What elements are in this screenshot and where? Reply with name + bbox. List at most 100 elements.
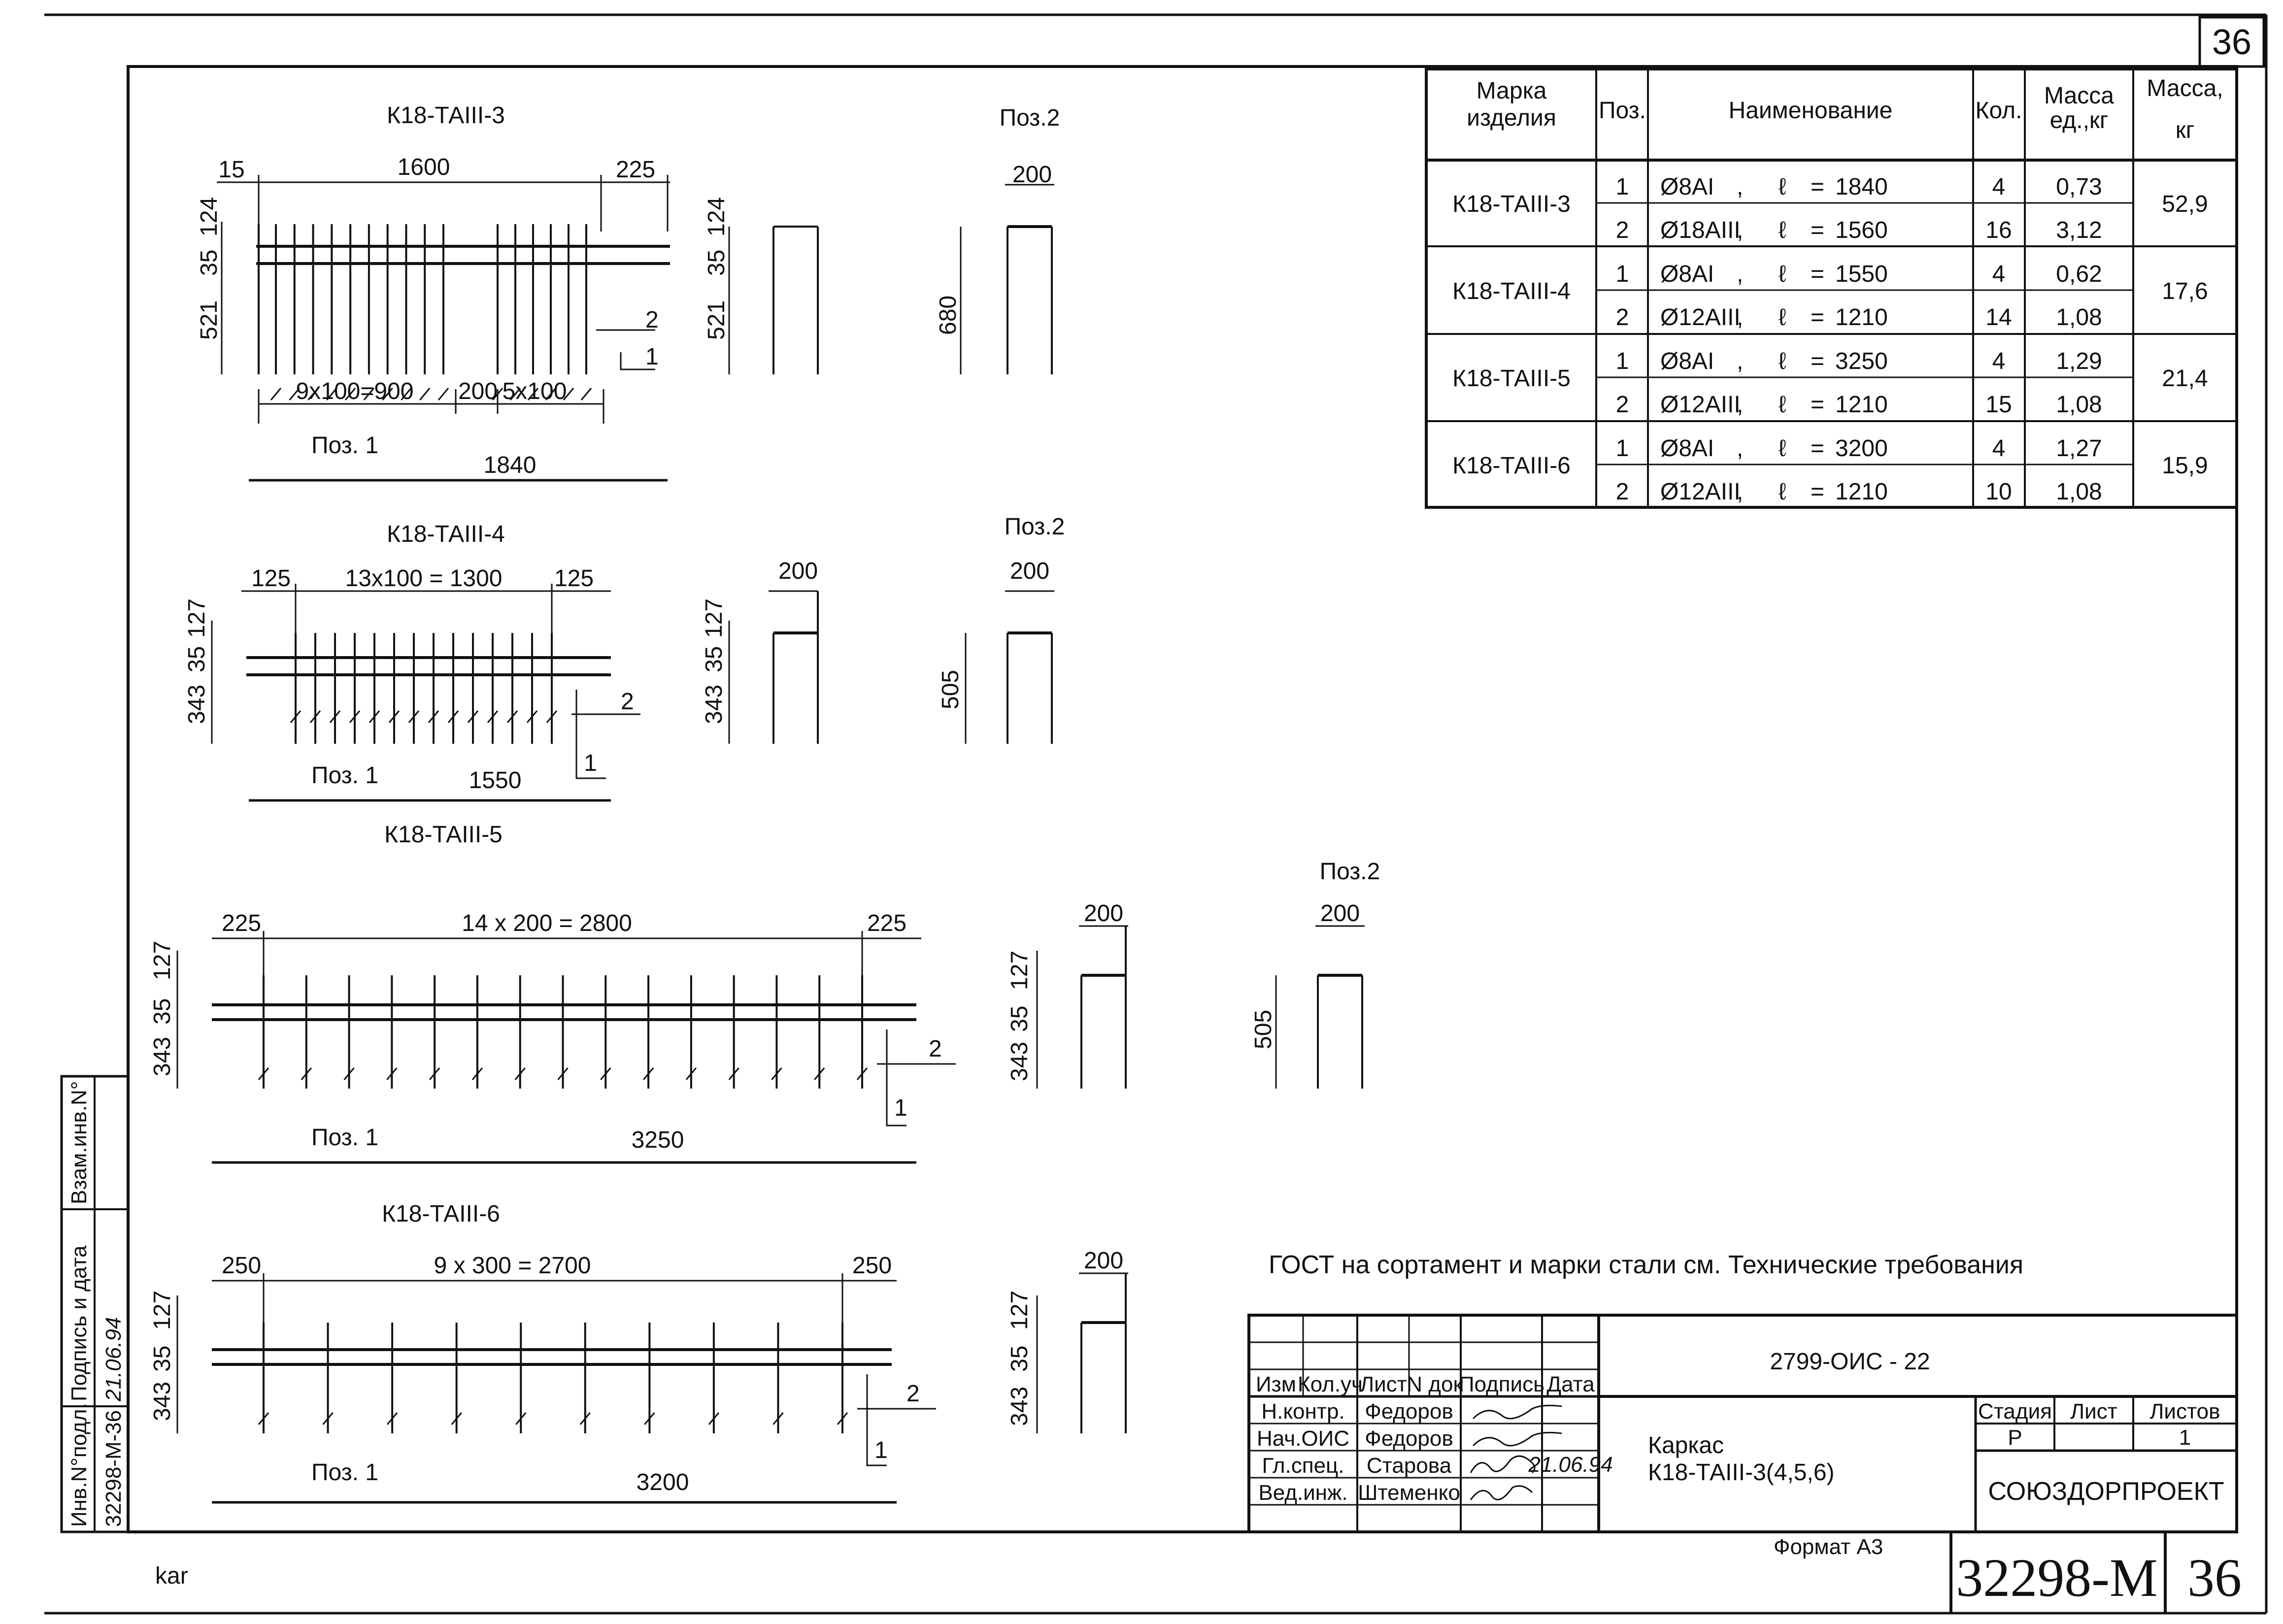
header-mark-2: изделия <box>1467 105 1556 131</box>
spec-length-symbol: ℓ <box>1779 304 1786 331</box>
header-pos: Поз. <box>1599 98 1646 124</box>
dim-tick <box>363 388 375 400</box>
dim-tick <box>382 388 393 400</box>
spec-equals: = <box>1811 217 1824 243</box>
role-ved-inzh: Вед.инж. <box>1258 1481 1347 1505</box>
spec-diameter: Ø8АI <box>1660 435 1714 462</box>
dim-tick <box>428 710 439 723</box>
spec-mark: К18-ТАIII-5 <box>1452 365 1571 392</box>
dim-text: 225 <box>867 910 906 936</box>
spec-diameter: Ø8АI <box>1660 261 1714 287</box>
dim-tick <box>509 388 521 400</box>
length-label: 3200 <box>637 1469 689 1495</box>
dim-text: 35 <box>149 998 175 1025</box>
sheets-value: 1 <box>2179 1425 2191 1450</box>
dim-tick <box>388 710 400 723</box>
format-label: Формат А3 <box>1774 1535 1883 1559</box>
gost-note: ГОСТ на сортамент и марки стали см. Техн… <box>1269 1251 2023 1279</box>
spec-length: 1210 <box>1835 304 1888 331</box>
doc-sheet: 36 <box>2187 1548 2242 1608</box>
signature-mark <box>1472 1431 1562 1447</box>
header-unit-mass-2: ед.,кг <box>2050 107 2109 133</box>
pos-label: Поз. 1 <box>311 432 378 459</box>
pos-label: Поз. 1 <box>311 1459 378 1486</box>
col-list: Лист <box>1360 1372 1407 1396</box>
inv-podl-value: 32298-М-36 <box>101 1410 126 1527</box>
dim-text: 225 <box>222 910 261 936</box>
dim-text: 343 <box>149 1037 175 1076</box>
spec-pos: 1 <box>1616 435 1629 462</box>
dim-tick <box>408 710 420 723</box>
dim-text: 125 <box>251 565 291 592</box>
pos-mark: 2 <box>906 1381 920 1407</box>
dim-text: 1600 <box>398 154 450 180</box>
dim-tick <box>401 388 412 400</box>
pos-mark: 2 <box>929 1036 942 1062</box>
dim-text: 521 <box>196 300 222 340</box>
drawing-title: К18-ТАIII-3 <box>387 102 505 129</box>
spec-length: 1560 <box>1835 217 1888 243</box>
dim-text: 680 <box>935 296 961 335</box>
role-gl-spec: Гл.спец. <box>1262 1454 1344 1478</box>
dim-text: 505 <box>1250 1010 1276 1049</box>
dim-tick <box>771 1067 782 1080</box>
page-number: 36 <box>2212 23 2251 62</box>
dim-tick <box>386 1412 398 1425</box>
drawing-title: К18-ТАIII-6 <box>382 1201 500 1227</box>
spec-qty: 16 <box>1985 217 2012 243</box>
dim-text: 200 <box>1084 900 1123 927</box>
dim-text: 200 <box>1010 558 1049 584</box>
sheets-label: Листов <box>2150 1399 2220 1424</box>
doc-code-box: 32298-М 36 <box>1949 1532 2242 1613</box>
pos-mark: 1 <box>874 1437 888 1463</box>
spec-equals: = <box>1811 348 1824 374</box>
dim-tick <box>270 388 282 400</box>
drawing-k18-4: К18-ТАIII-4 125 13х100 = 1300 125 127 35… <box>184 514 1065 802</box>
dim-tick <box>837 1412 848 1425</box>
dim-text: 125 <box>554 565 594 592</box>
pos-mark: 2 <box>621 689 634 715</box>
dim-tick <box>322 1412 334 1425</box>
dim-tick <box>307 388 319 400</box>
dim-text: 343 <box>1007 1042 1033 1081</box>
spec-unit-mass: 1,08 <box>2056 392 2102 418</box>
dim-tick <box>580 388 592 400</box>
spec-separator: , <box>1737 261 1743 287</box>
spec-length: 1550 <box>1835 261 1888 287</box>
spec-length-symbol: ℓ <box>1779 174 1786 200</box>
dim-text: 225 <box>616 157 655 183</box>
dim-tick <box>329 710 341 723</box>
role-nach-ois: Нач.ОИС <box>1257 1426 1349 1451</box>
dim-tick <box>579 1412 591 1425</box>
dim-tick <box>429 1067 440 1080</box>
spec-separator: , <box>1737 435 1743 462</box>
spec-separator: , <box>1737 392 1743 418</box>
spec-pos: 1 <box>1616 348 1629 374</box>
spec-unit-mass: 1,08 <box>2056 304 2102 331</box>
pos-mark: 2 <box>645 307 659 333</box>
header-qty: Кол. <box>1976 98 2022 124</box>
header-unit-mass-1: Масса <box>2044 83 2114 109</box>
dim-tick <box>814 1067 825 1080</box>
spec-qty: 14 <box>1985 304 2012 331</box>
signature-mark <box>1470 1455 1536 1474</box>
spec-equals: = <box>1811 261 1824 287</box>
header-mass-2: кг <box>2176 117 2195 143</box>
spec-qty: 4 <box>1992 174 2006 200</box>
spec-mass: 15,9 <box>2162 453 2208 479</box>
dim-tick <box>369 710 380 723</box>
col-koluch: Кол.уч <box>1298 1372 1363 1396</box>
dim-tick <box>419 388 431 400</box>
dim-tick <box>557 1067 569 1080</box>
dim-tick <box>600 1067 611 1080</box>
stage-value: Р <box>2008 1425 2022 1450</box>
spec-mark: К18-ТАIII-6 <box>1452 453 1571 479</box>
spec-mass: 17,6 <box>2162 278 2208 304</box>
col-izm: Изм <box>1256 1372 1296 1396</box>
spec-pos: 2 <box>1616 479 1629 505</box>
dim-tick <box>545 388 557 400</box>
spec-equals: = <box>1811 304 1824 331</box>
dim-tick <box>471 1067 483 1080</box>
stage-label: Стадия <box>1978 1399 2052 1424</box>
